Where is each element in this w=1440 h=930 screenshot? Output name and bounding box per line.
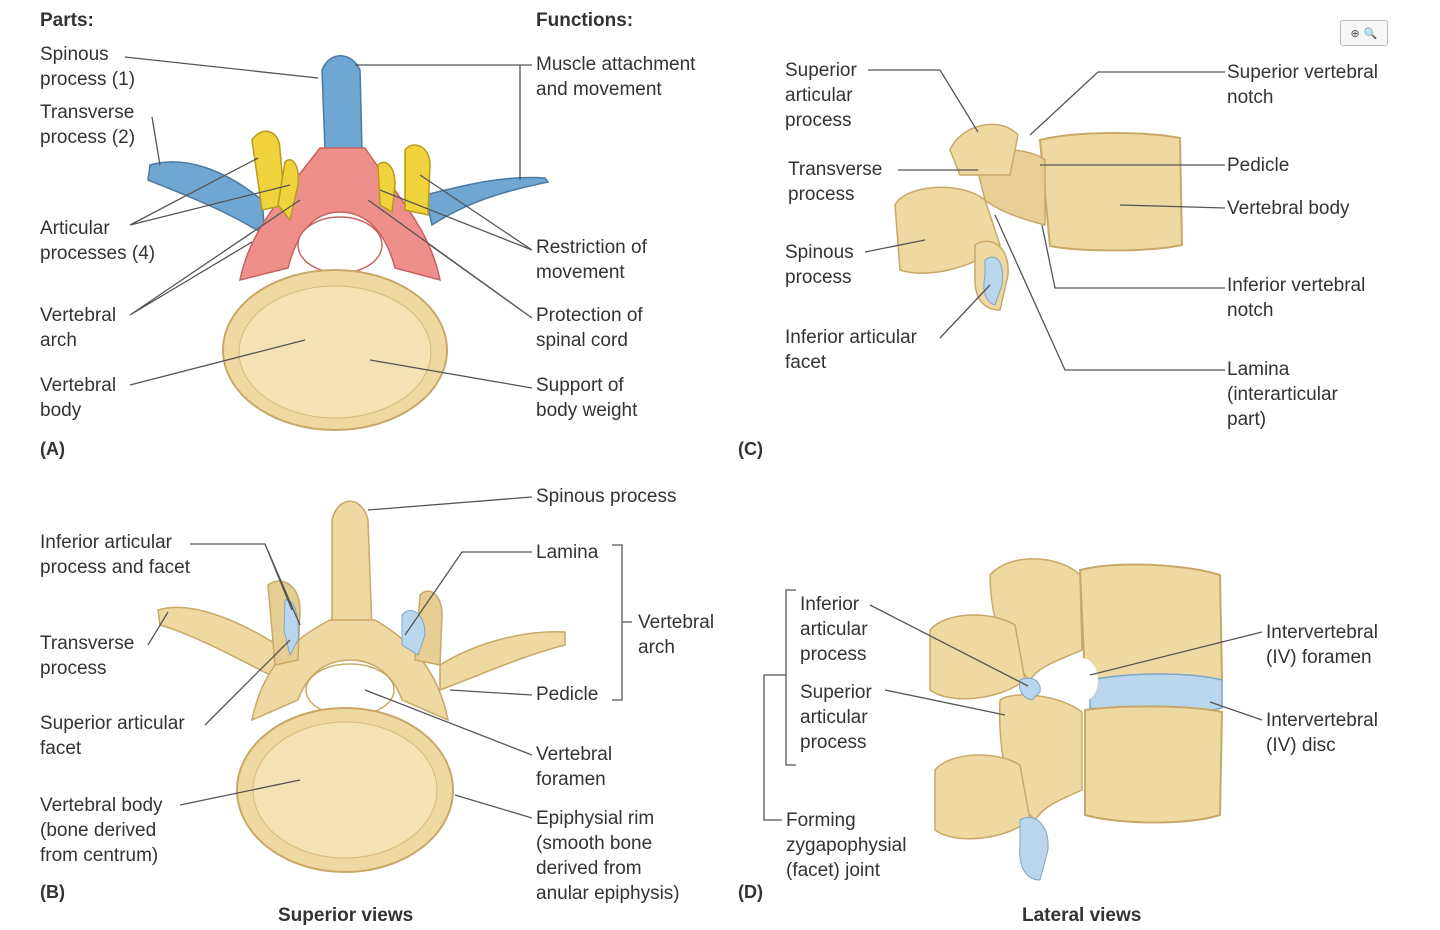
parts-heading: Parts: — [40, 10, 94, 31]
a-label-transverse: Transverse process (2) — [40, 102, 136, 148]
d-foramen — [1066, 658, 1098, 702]
zoom-control[interactable]: ⊕ 🔍 — [1340, 20, 1388, 46]
b-spinous — [331, 500, 373, 631]
superior-views-caption: Superior views — [278, 905, 414, 926]
a-func-protection: Protection of spinal cord — [536, 305, 643, 351]
d-upper-body — [1078, 563, 1224, 685]
c-spinous — [894, 186, 1001, 274]
d-label-iv-foramen: Intervertebral (IV) foramen — [1266, 622, 1378, 668]
b-label-lamina: Lamina — [536, 542, 599, 563]
b-label-spinous: Spinous process — [536, 486, 677, 507]
a-label-arch: Vertebral arch — [40, 305, 117, 351]
a-articular-right2 — [377, 161, 396, 214]
b-label-pedicle: Pedicle — [536, 684, 599, 705]
d-label-facet-joint: Forming zygapophysial (facet) joint — [786, 810, 907, 881]
b-label-foramen: Vertebral foramen — [536, 744, 613, 790]
panel-b-drawing — [157, 500, 566, 873]
b-label-epiphysial-rim: Epiphysial rim (smooth bone derived from… — [536, 808, 680, 904]
a-spinous — [321, 55, 363, 151]
c-label-transverse: Transverse process — [788, 159, 883, 205]
d-upper-spinous — [929, 614, 1026, 700]
c-body — [1038, 132, 1184, 252]
a-func-restriction: Restriction of movement — [536, 237, 647, 283]
a-func-muscle: Muscle attachment and movement — [536, 54, 696, 100]
d-label-inferior-articular: Inferior articular process — [800, 594, 868, 665]
c-superior-articular — [949, 123, 1019, 176]
magnifier-icon[interactable]: ⊕ — [1350, 27, 1360, 40]
d-lower-body — [1084, 705, 1224, 824]
a-label-spinous: Spinous process (1) — [40, 44, 136, 90]
a-transverse-right — [424, 176, 550, 227]
c-label-lamina: Lamina (interarticular part) — [1227, 359, 1338, 430]
d-label-superior-articular: Superior articular process — [800, 682, 872, 753]
d-lower-spinous — [934, 754, 1031, 840]
magnifier-icon[interactable]: 🔍 — [1363, 27, 1378, 40]
panel-d-drawing — [929, 558, 1224, 881]
panel-c-tag: (C) — [738, 439, 763, 459]
c-label-superior-articular: Superior articular process — [785, 60, 857, 131]
panel-a-drawing — [147, 55, 550, 431]
a-func-support: Support of body weight — [536, 375, 638, 421]
a-label-articular: Articular processes (4) — [40, 218, 156, 264]
panel-a-tag: (A) — [40, 439, 65, 459]
a-articular-right — [404, 144, 431, 216]
c-label-inferior-notch: Inferior vertebral notch — [1227, 275, 1366, 321]
a-transverse-left — [147, 161, 266, 237]
b-bracket-vertebral-arch: Vertebral arch — [638, 612, 715, 658]
a-foramen — [297, 216, 383, 274]
panel-d-tag: (D) — [738, 882, 763, 902]
c-label-spinous: Spinous process — [785, 242, 854, 288]
b-label-body: Vertebral body (bone derived from centru… — [40, 795, 163, 866]
lateral-views-caption: Lateral views — [1022, 905, 1142, 926]
b-label-inferior-articular: Inferior articular process and facet — [40, 532, 190, 578]
functions-heading: Functions: — [536, 10, 634, 31]
b-transverse-right — [439, 631, 566, 692]
panel-c-drawing — [894, 123, 1184, 311]
panel-b-tag: (B) — [40, 882, 65, 902]
a-label-body: Vertebral body — [40, 375, 117, 421]
c-label-superior-notch: Superior vertebral notch — [1227, 62, 1379, 108]
b-label-transverse: Transverse process — [40, 633, 135, 679]
d-label-iv-disc: Intervertebral (IV) disc — [1266, 710, 1378, 756]
b-transverse-left — [157, 606, 286, 682]
leader-lines — [124, 56, 1263, 821]
c-label-body: Vertebral body — [1227, 198, 1350, 219]
b-label-superior-facet: Superior articular facet — [40, 713, 185, 759]
c-label-pedicle: Pedicle — [1227, 155, 1290, 176]
c-label-inferior-facet: Inferior articular facet — [785, 327, 917, 373]
